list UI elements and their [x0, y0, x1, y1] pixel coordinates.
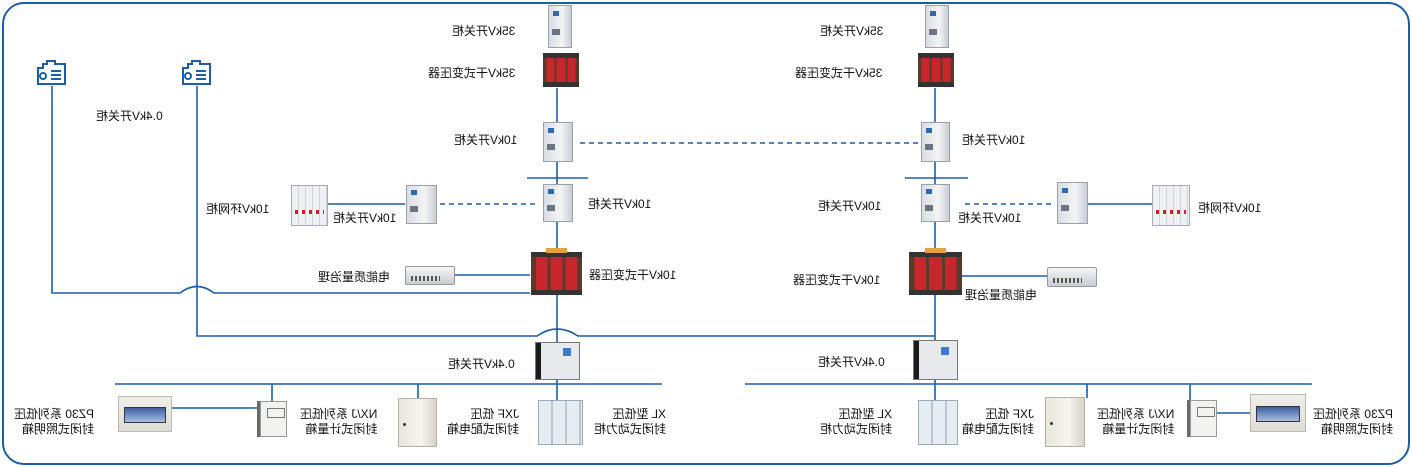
gen-wire-1	[51, 86, 530, 294]
label-10kv-switchgear: 10kV开关柜	[333, 211, 397, 225]
label-10kv-switchgear: 10kV开关柜	[958, 211, 1022, 225]
label-10kv-switchgear: 10kV开关柜	[588, 197, 652, 211]
switchgear-10kv	[543, 122, 573, 162]
label-meter-box: NX/J 系列低压封闭式计量箱	[300, 407, 378, 436]
ring-main-unit	[291, 185, 328, 226]
label-35kv-transformer: 35kV干式变压器	[795, 66, 883, 80]
label-power-cabinet: XL 型低压封闭式动力柜	[594, 407, 667, 436]
label-10kv-switchgear: 10kV开关柜	[454, 133, 518, 147]
transformer-35kv	[543, 53, 579, 87]
label-ring-main-unit: 10kV环网柜	[206, 202, 270, 216]
label-power-quality: 电能质量治理	[318, 270, 391, 284]
label-10kv-switchgear: 10kV开关柜	[962, 133, 1026, 147]
power-cabinet	[538, 400, 583, 445]
label-10kv-transformer: 10kV干式变压器	[589, 268, 677, 282]
label-distribution-box: JXF 低压封闭式配电箱	[447, 407, 520, 436]
meter-box	[260, 401, 287, 437]
lighting-box	[1250, 394, 1306, 432]
power-cabinet	[918, 400, 958, 445]
lighting-box	[118, 396, 172, 432]
switchgear-10kv	[406, 185, 437, 224]
gen-wire-2	[196, 86, 935, 337]
label-power-quality: 电能质量治理	[965, 288, 1038, 302]
label-04kv-switchgear: 0.4kV开关柜	[448, 357, 515, 371]
label-ring-main-unit: 10kV环网柜	[1198, 201, 1262, 215]
distribution-box	[1045, 397, 1085, 447]
switchgear-04kv	[535, 342, 580, 380]
label-35kv-switchgear: 35kV开关柜	[820, 24, 884, 38]
generator-icon	[182, 60, 211, 85]
generator-icon	[37, 60, 66, 85]
distribution-box	[398, 398, 437, 447]
switchgear-35kv	[548, 5, 572, 48]
transformer-35kv	[918, 53, 954, 87]
label-power-cabinet: XL 型低压封闭式动力柜	[820, 407, 893, 436]
ring-main-unit	[1152, 185, 1190, 226]
label-04kv-switchgear: 0.4kV开关柜	[818, 355, 885, 369]
label-35kv-switchgear: 35kV开关柜	[452, 24, 516, 38]
label-35kv-transformer: 35kV干式变压器	[428, 66, 516, 80]
switchgear-10kv	[921, 122, 950, 162]
label-distribution-box: JXF 低压封闭式配电箱	[962, 407, 1035, 436]
label-10kv-transformer: 10kV干式变压器	[793, 273, 881, 287]
transformer-10kv	[909, 248, 962, 295]
label-lighting-box: PZ30 系列低压封闭式照明箱	[1313, 407, 1394, 436]
switchgear-10kv	[543, 184, 573, 222]
switchgear-10kv	[1057, 182, 1088, 224]
switchgear-04kv	[913, 340, 958, 380]
label-04kv-switchgear: 0.4kV开关柜	[96, 109, 163, 123]
label-10kv-switchgear: 10kV开关柜	[818, 199, 882, 213]
transformer-10kv	[531, 248, 582, 295]
label-lighting-box: PZ30 系列低压封闭式照明箱	[14, 407, 95, 436]
switchgear-10kv	[921, 184, 950, 222]
label-meter-box: NX/J 系列低压封闭式计量箱	[1097, 407, 1175, 436]
power-quality-device	[1047, 267, 1097, 287]
switchgear-35kv	[925, 5, 949, 48]
meter-box	[1190, 400, 1217, 437]
power-quality-device	[405, 266, 455, 285]
